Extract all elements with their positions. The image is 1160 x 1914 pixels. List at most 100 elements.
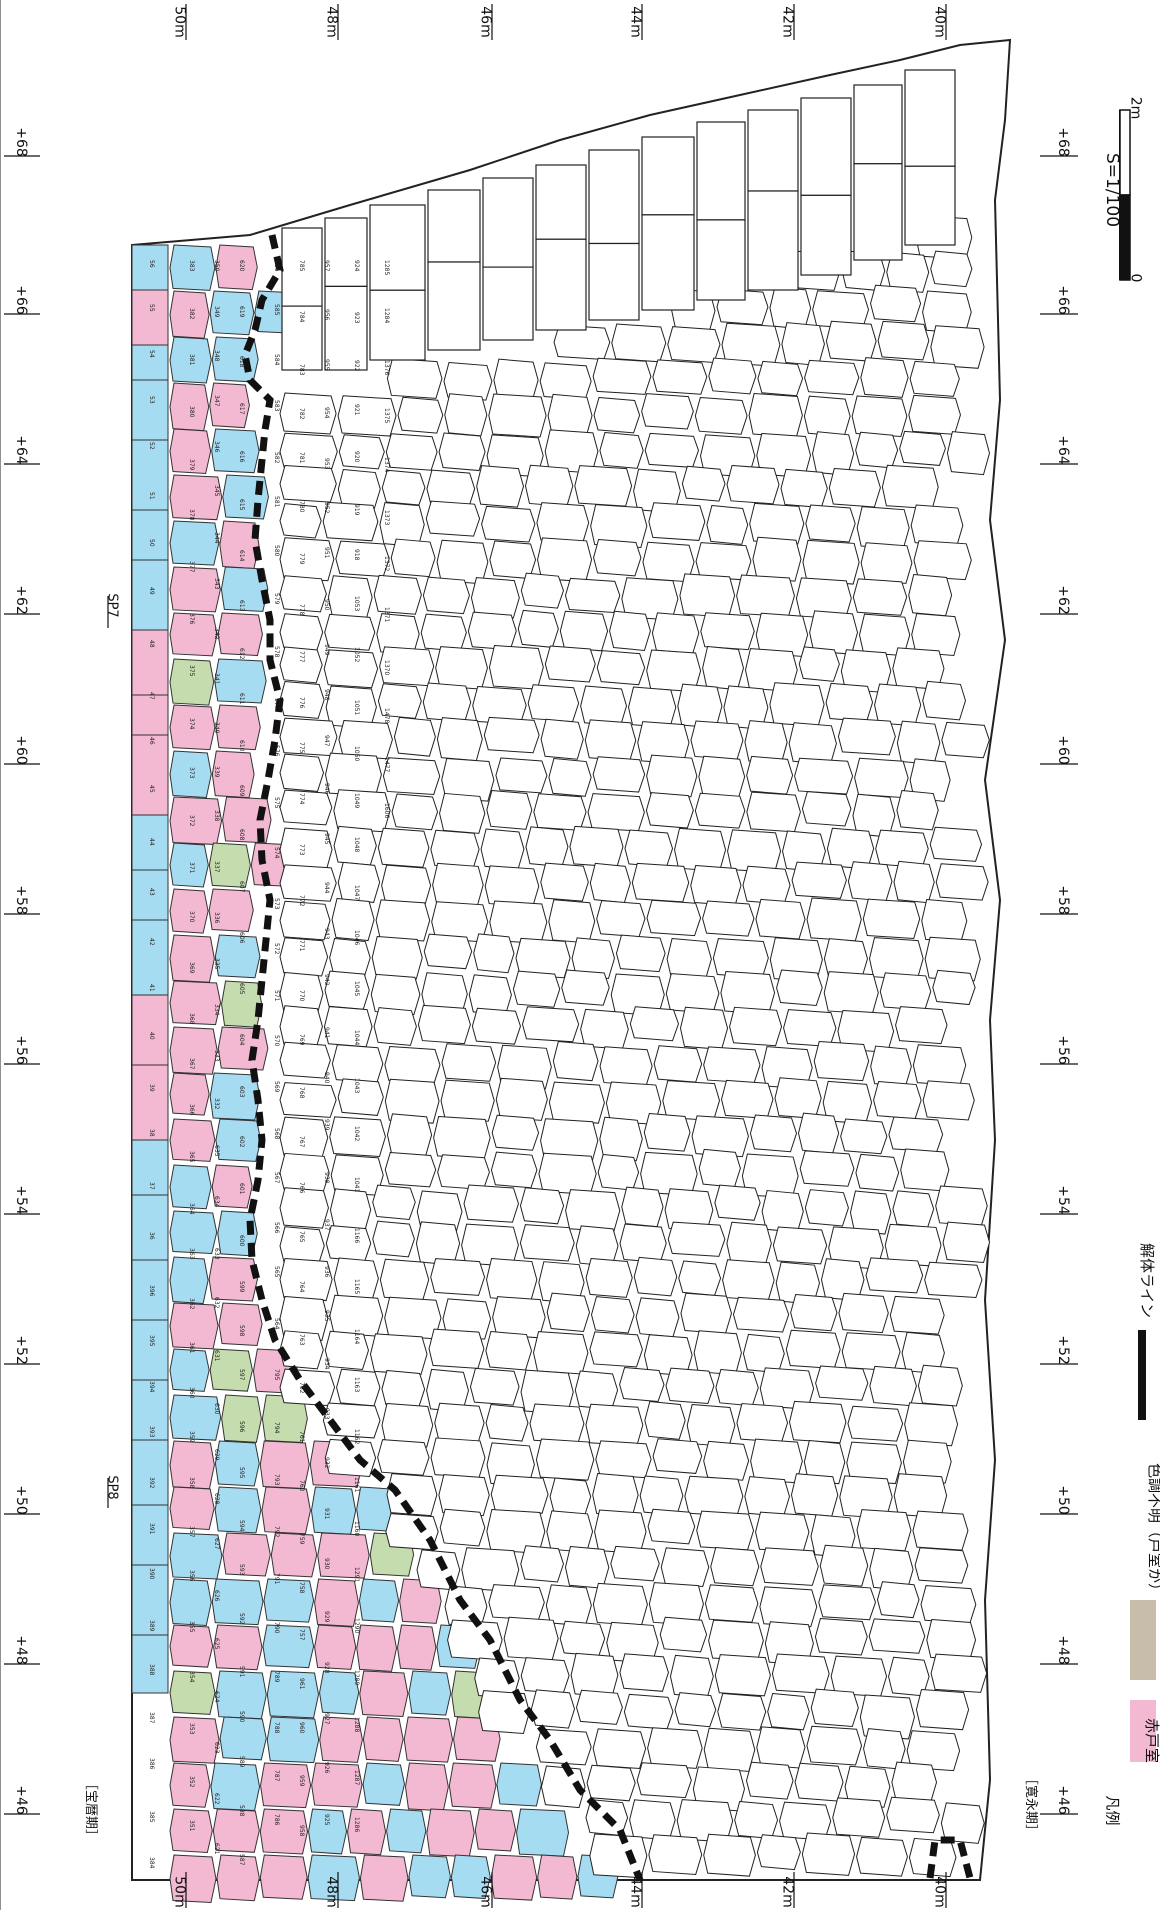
- rough-stone: [844, 1765, 891, 1808]
- colored-stone: [209, 382, 250, 429]
- rough-stone: [785, 1329, 841, 1370]
- rough-stone: [648, 502, 706, 541]
- cut-stone: [131, 1064, 169, 1141]
- rough-stone: [846, 1441, 902, 1485]
- colored-stone: [308, 1808, 348, 1855]
- rough-stone: [748, 392, 803, 438]
- rough-stone: [480, 828, 525, 870]
- stone-number: 787: [273, 1770, 280, 1782]
- colored-stone: [169, 1578, 212, 1626]
- stone-number: 919: [353, 504, 360, 516]
- rough-stone: [855, 431, 899, 469]
- rough-stone: [708, 1619, 764, 1662]
- stone-number: 944: [323, 882, 330, 894]
- stone-number: 44: [148, 838, 155, 846]
- rough-stone: [517, 609, 559, 648]
- rough-stone: [386, 1113, 433, 1157]
- rough-stone: [913, 540, 972, 581]
- rough-stone: [832, 1797, 886, 1838]
- rough-stone: [847, 1405, 904, 1442]
- rough-stone: [712, 938, 769, 979]
- stone-number: 630: [213, 1403, 220, 1415]
- stone-number: 780: [298, 501, 305, 513]
- colored-stone: [211, 428, 260, 474]
- stone-number: 921: [353, 404, 360, 416]
- rough-stone: [698, 755, 746, 798]
- stone-number: 605: [238, 983, 245, 995]
- rough-stone: [397, 396, 444, 434]
- rough-stone: [428, 1328, 485, 1369]
- colored-stone: [310, 1486, 357, 1535]
- colored-stone: [263, 1578, 315, 1623]
- rough-stone: [379, 1258, 430, 1301]
- right-axis-label-5: +58: [1054, 885, 1071, 915]
- rough-stone: [519, 1224, 575, 1262]
- colored-stone: [217, 612, 263, 657]
- stone-number: 766: [298, 1182, 305, 1194]
- rough-stone: [794, 1762, 844, 1802]
- rough-stone: [648, 1834, 703, 1875]
- rough-stone: [911, 613, 961, 656]
- rough-stone: [540, 1765, 586, 1809]
- rough-stone: [715, 1368, 759, 1407]
- rough-stone: [856, 1509, 912, 1552]
- right-axis-label-2: +64: [1054, 435, 1071, 465]
- rough-stone: [856, 506, 910, 550]
- scale-label: S=1/100: [1102, 152, 1123, 228]
- colored-stone: [408, 1854, 451, 1899]
- rough-stone: [791, 861, 847, 899]
- stone-number: 578: [273, 646, 280, 658]
- rough-stone: [896, 720, 941, 766]
- rough-stone: [593, 396, 641, 434]
- rough-stone: [772, 1226, 828, 1265]
- rough-stone: [806, 897, 862, 942]
- stone-number: 358: [188, 1477, 195, 1489]
- rough-stone: [375, 899, 431, 942]
- colored-stone: [169, 704, 216, 751]
- rough-stone: [279, 464, 337, 503]
- colored-stone: [169, 520, 220, 566]
- colored-stone: [169, 566, 221, 613]
- rough-stone: [585, 1257, 633, 1298]
- stone-number: 589: [238, 1756, 245, 1768]
- left-axis-label-4: +60: [12, 735, 29, 765]
- stone-number: 600: [238, 1235, 245, 1247]
- left-axis-label-3: +62: [12, 585, 29, 615]
- stone-number: 51: [148, 492, 155, 500]
- stone-number: 359: [188, 1431, 195, 1443]
- rough-stone: [279, 789, 333, 826]
- stone-number: 774: [298, 793, 305, 805]
- rough-stone: [680, 1292, 733, 1335]
- rough-stone: [909, 758, 951, 802]
- stone-number: 1048: [353, 837, 360, 852]
- rough-stone: [825, 682, 874, 723]
- rough-stone: [503, 1616, 559, 1661]
- rough-stone: [338, 434, 385, 470]
- stone-number: 392: [148, 1477, 155, 1489]
- stone-number: 1162: [353, 1429, 360, 1444]
- stone-number: 55: [148, 304, 155, 312]
- rough-stone: [849, 1190, 892, 1235]
- rectangular-stone: [696, 219, 746, 301]
- stone-number: 938: [323, 1172, 330, 1184]
- rough-stone: [892, 1190, 935, 1228]
- stone-number: 49: [148, 587, 155, 595]
- stone-number: 568: [273, 1128, 280, 1140]
- rough-stone: [859, 1694, 915, 1740]
- stone-number: 590: [238, 1711, 245, 1723]
- bottom-axis-label-3: 44m: [627, 1876, 644, 1908]
- rough-stone: [776, 969, 823, 1007]
- rough-stone: [769, 682, 825, 727]
- rough-stone: [840, 1118, 888, 1155]
- rough-stone: [619, 1366, 665, 1403]
- rough-stone: [847, 861, 893, 902]
- rough-stone: [381, 1402, 434, 1448]
- stone-number: 1376: [383, 360, 390, 375]
- rough-stone: [611, 323, 667, 363]
- rough-stone: [525, 826, 569, 868]
- rough-stone: [524, 464, 574, 507]
- rectangular-stone: [427, 189, 481, 263]
- rough-stone: [678, 1260, 722, 1296]
- rectangular-stone: [904, 165, 956, 246]
- stone-number: 565: [273, 1266, 280, 1278]
